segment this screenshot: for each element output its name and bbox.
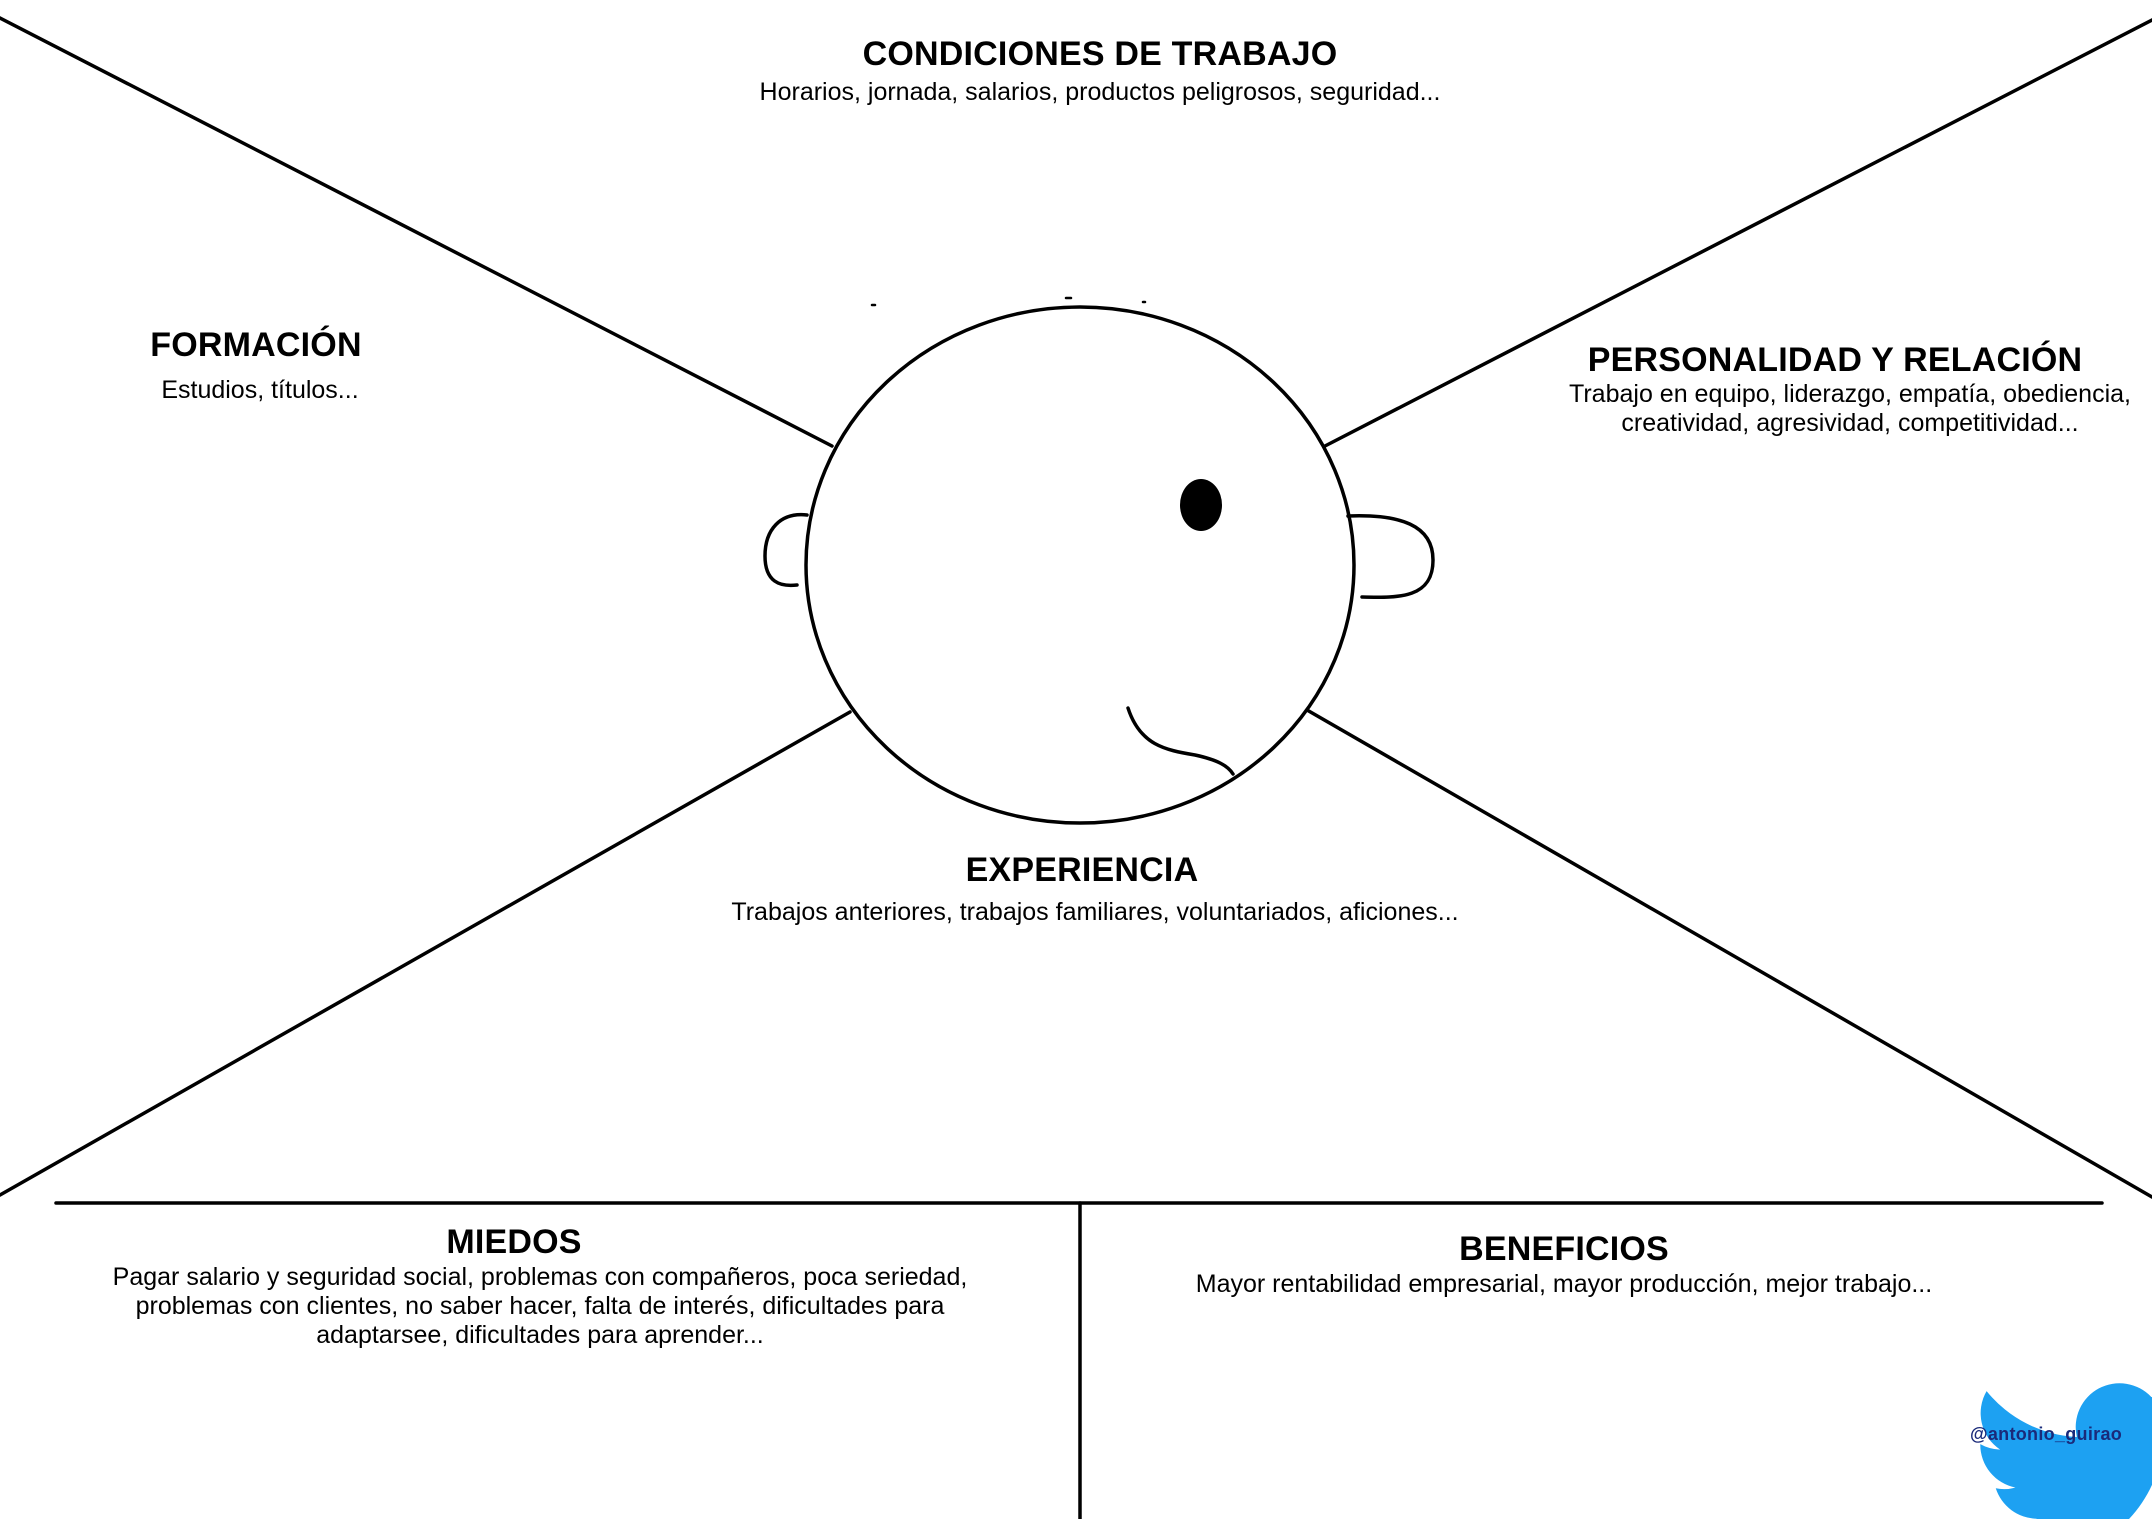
- divider-top-left: [0, 16, 834, 448]
- experiencia-subtitle: Trabajos anteriores, trabajos familiares…: [731, 898, 1459, 926]
- divider-top-right: [1323, 18, 2152, 448]
- twitter-bird-icon: [1980, 1383, 2152, 1519]
- face-eye: [1180, 479, 1222, 531]
- face-left-ear: [763, 513, 809, 588]
- miedos-title: MIEDOS: [446, 1223, 582, 1261]
- formacion-subtitle: Estudios, títulos...: [161, 376, 359, 404]
- face-mouth: [1126, 706, 1235, 776]
- beneficios-title: BENEFICIOS: [1459, 1230, 1669, 1268]
- miedos-subtitle-line2: problemas con clientes, no saber hacer, …: [135, 1292, 945, 1320]
- experiencia-title: EXPERIENCIA: [965, 851, 1199, 889]
- condiciones-subtitle: Horarios, jornada, salarios, productos p…: [759, 78, 1441, 106]
- personalidad-title: PERSONALIDAD Y RELACIÓN: [1587, 341, 2083, 379]
- beneficios-subtitle: Mayor rentabilidad empresarial, mayor pr…: [1195, 1270, 1933, 1298]
- divider-bottom-right: [1305, 708, 2152, 1199]
- formacion-title: FORMACIÓN: [150, 326, 362, 364]
- miedos-subtitle-line3: adaptarsee, dificultades para aprender..…: [316, 1321, 764, 1349]
- personalidad-subtitle-line2: creatividad, agresividad, competitividad…: [1621, 409, 2079, 437]
- face-head: [804, 305, 1356, 825]
- divider-bottom-left: [0, 710, 852, 1197]
- face-right-ear: [1346, 514, 1435, 599]
- personalidad-subtitle-line1: Trabajo en equipo, liderazgo, empatía, o…: [1569, 380, 2131, 408]
- twitter-handle: @antonio_guirao: [1970, 1424, 2123, 1444]
- miedos-subtitle-line1: Pagar salario y seguridad social, proble…: [112, 1263, 968, 1291]
- condiciones-title: CONDICIONES DE TRABAJO: [862, 35, 1338, 73]
